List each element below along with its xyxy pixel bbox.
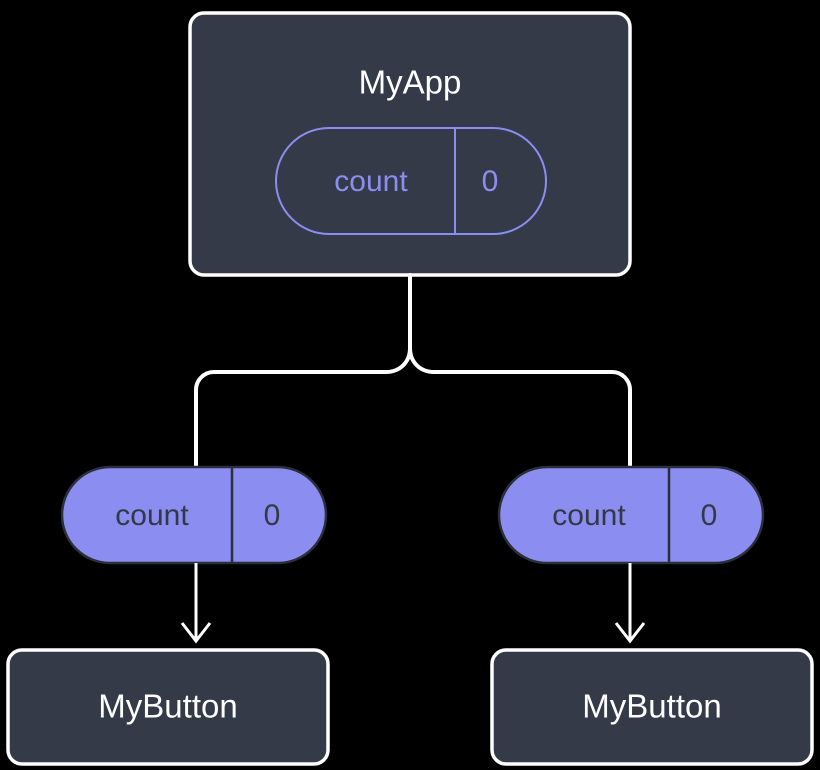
node-mybutton-left[interactable]: MyButton [6, 648, 330, 766]
prop-pill-right-shape [497, 465, 765, 565]
mybutton-right-box [490, 648, 814, 766]
arrow-left-head-icon [180, 622, 212, 644]
arrow-right [614, 563, 646, 644]
branch-connector [194, 273, 632, 474]
prop-pill-right[interactable]: count 0 [497, 465, 765, 565]
mybutton-right-title: MyButton [582, 688, 721, 725]
node-myapp[interactable]: MyApp count 0 [188, 11, 632, 277]
state-pill-outline [275, 127, 547, 235]
connector-left-branch [194, 346, 412, 474]
prop-pill-left-shape [60, 465, 328, 565]
mybutton-left-box [6, 648, 330, 766]
node-mybutton-right[interactable]: MyButton [490, 648, 814, 766]
mybutton-left-title: MyButton [98, 688, 237, 725]
arrow-right-head-icon [614, 622, 646, 644]
arrow-left [180, 563, 212, 644]
prop-pill-left[interactable]: count 0 [60, 465, 328, 565]
myapp-title: MyApp [359, 64, 462, 101]
state-pill-value: 0 [482, 165, 499, 198]
prop-pill-right-key: count [552, 499, 626, 532]
prop-pill-right-value: 0 [701, 499, 718, 532]
myapp-box [188, 11, 632, 277]
prop-pill-left-key: count [115, 499, 189, 532]
prop-pill-left-value: 0 [264, 499, 281, 532]
state-pill-key: count [334, 165, 408, 198]
myapp-state-pill[interactable]: count 0 [275, 127, 547, 235]
connector-right-branch [408, 346, 632, 474]
